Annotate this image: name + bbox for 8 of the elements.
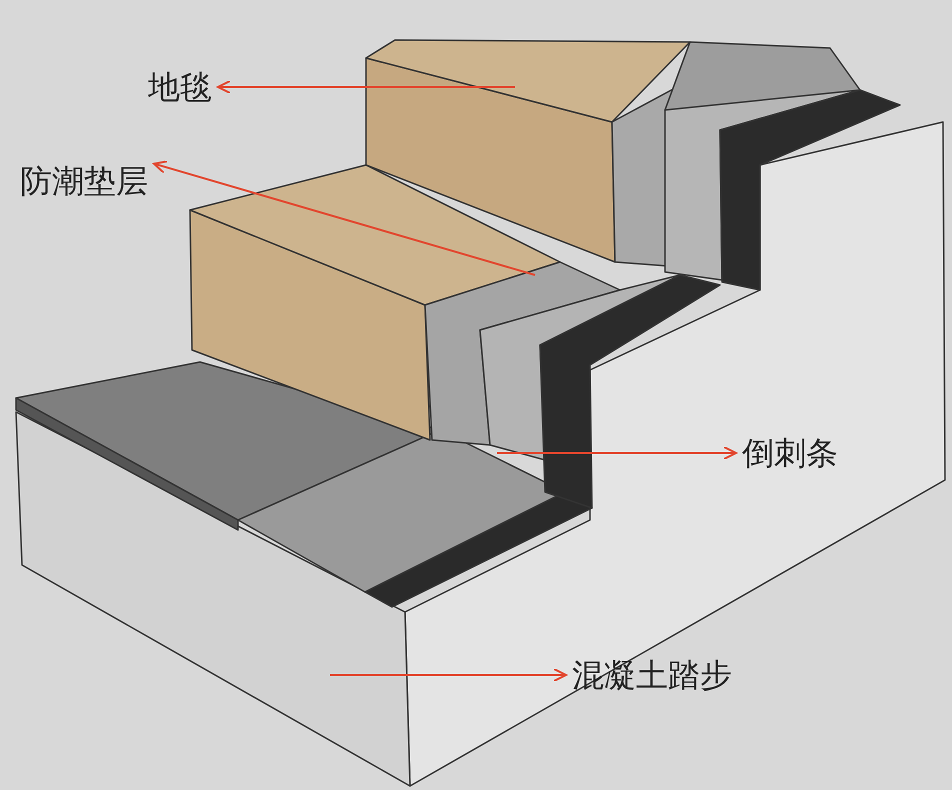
part-label: 混凝土踏步 <box>572 656 732 694</box>
leader-arrow <box>217 80 515 94</box>
leader-arrow <box>330 668 567 682</box>
part-label: 防潮垫层 <box>20 162 148 200</box>
part-label: 倒刺条 <box>742 434 838 472</box>
part-label: 地毯 <box>148 68 212 106</box>
leader-arrow <box>497 446 737 460</box>
leader-arrow <box>153 160 536 276</box>
